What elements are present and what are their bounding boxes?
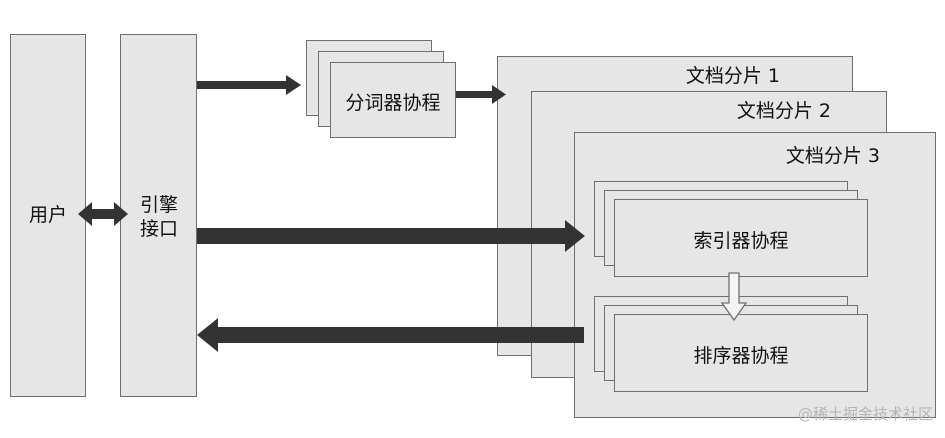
ranker-to-engine-arrow <box>197 318 584 352</box>
indexer-box: 索引器协程 <box>614 199 868 277</box>
tokenizer-label: 分词器协程 <box>345 92 441 114</box>
engine-to-indexer-arrow <box>197 220 585 252</box>
user-engine-double-arrow <box>78 202 128 226</box>
shard-3-title: 文档分片 3 <box>785 145 880 167</box>
user-label: 用户 <box>28 204 67 226</box>
watermark: @稀土掘金技术社区 <box>797 405 933 423</box>
shard-2-title: 文档分片 2 <box>736 100 831 122</box>
shard-1-title: 文档分片 1 <box>685 65 780 87</box>
ranker-box: 排序器协程 <box>614 314 868 392</box>
tokenizer-box: 分词器协程 <box>330 62 456 138</box>
indexer-label: 索引器协程 <box>693 230 789 252</box>
tokenizer-to-shard-arrow <box>456 85 506 104</box>
indexer-to-ranker-arrow <box>720 272 748 322</box>
user-box: 用户 <box>10 34 86 397</box>
engine-to-tokenizer-arrow <box>197 75 301 95</box>
engine-interface-label: 引擎接口 <box>139 194 178 240</box>
ranker-label: 排序器协程 <box>693 345 789 367</box>
